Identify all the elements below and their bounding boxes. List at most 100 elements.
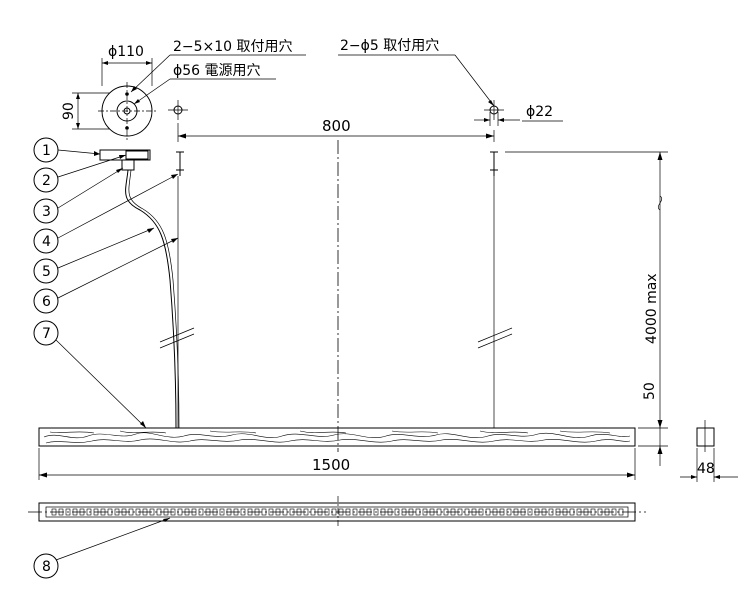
led-cell: [373, 508, 379, 516]
elevation-view: 1500 4000 max 50: [38, 140, 668, 480]
led-cell: [324, 508, 330, 516]
led-cell: [422, 508, 428, 516]
length-dimension: 1500: [312, 456, 350, 474]
led-cell: [303, 508, 309, 516]
led-cell: [345, 508, 351, 516]
led-cell: [65, 508, 71, 516]
led-cell: [436, 508, 442, 516]
callout-2-label: 2: [42, 173, 51, 189]
led-cell: [86, 508, 92, 516]
led-cell: [450, 508, 456, 516]
led-cell: [310, 508, 316, 516]
led-cell: [380, 508, 386, 516]
canopy-top-view: ϕ110 90 2−5×10 取付用穴 ϕ56 電源用穴: [61, 39, 306, 140]
mount-holes-note: 2−5×10 取付用穴: [173, 39, 293, 55]
suspension-dia-label: ϕ22: [526, 104, 553, 120]
callout-1-label: 1: [42, 143, 51, 159]
width-dimension: 48: [697, 461, 715, 477]
suspension-holes-note: 2−ϕ5 取付用穴: [340, 38, 439, 54]
callout-2: [33, 167, 59, 193]
callout-3: [33, 198, 59, 224]
led-cell: [457, 508, 463, 516]
bottom-view: [28, 496, 646, 528]
led-cell: [58, 508, 64, 516]
led-cell: [156, 508, 162, 516]
spacing-dimension: 800: [322, 117, 351, 135]
led-cell: [352, 508, 358, 516]
callout-7-label: 7: [42, 326, 51, 342]
led-cell: [597, 508, 603, 516]
luminaire-body: [38, 427, 636, 447]
led-cell: [562, 508, 568, 516]
led-cell: [464, 508, 470, 516]
led-cell: [590, 508, 596, 516]
led-cell: [485, 508, 491, 516]
led-cell: [506, 508, 512, 516]
led-cell: [107, 508, 113, 516]
suspension-points-plan: 2−ϕ5 取付用穴 ϕ22 800: [168, 38, 563, 142]
led-cell: [114, 508, 120, 516]
led-cell: [443, 508, 449, 516]
led-cell: [233, 508, 239, 516]
led-cell: [401, 508, 407, 516]
wood-grain: [43, 430, 631, 444]
gap-dimension: 50: [642, 382, 658, 400]
callout-3-label: 3: [42, 204, 51, 220]
led-cell: [331, 508, 337, 516]
led-cell: [499, 508, 505, 516]
led-cell: [576, 508, 582, 516]
led-cell: [100, 508, 106, 516]
led-cell: [527, 508, 533, 516]
drop-dimension: 4000 max: [644, 273, 660, 344]
led-cell: [338, 508, 344, 516]
led-cell: [555, 508, 561, 516]
led-cell: [387, 508, 393, 516]
callout-6-label: 6: [42, 294, 51, 310]
led-cell: [198, 508, 204, 516]
led-cell: [93, 508, 99, 516]
led-cell: [240, 508, 246, 516]
led-cell: [247, 508, 253, 516]
callouts: 1 2 3 4 5 6 7 8: [33, 137, 179, 579]
led-cell: [548, 508, 554, 516]
led-cell: [212, 508, 218, 516]
callout-6: [33, 288, 59, 314]
led-cell: [170, 508, 176, 516]
led-cell: [79, 508, 85, 516]
led-cell: [184, 508, 190, 516]
led-cell: [254, 508, 260, 516]
led-cell: [128, 508, 134, 516]
led-cell: [366, 508, 372, 516]
led-cell: [121, 508, 127, 516]
led-cell: [296, 508, 302, 516]
led-cell: [408, 508, 414, 516]
led-cell: [478, 508, 484, 516]
led-cell: [275, 508, 281, 516]
led-cell: [618, 508, 624, 516]
led-cell: [541, 508, 547, 516]
callout-5: [33, 258, 59, 284]
led-cell: [289, 508, 295, 516]
callout-5-label: 5: [42, 264, 51, 280]
led-cell: [142, 508, 148, 516]
led-cell: [226, 508, 232, 516]
led-cell: [513, 508, 519, 516]
led-cell: [268, 508, 274, 516]
led-cell: [205, 508, 211, 516]
callout-4: [33, 228, 59, 254]
callout-8-label: 8: [42, 559, 51, 575]
led-cell: [149, 508, 155, 516]
led-cell: [520, 508, 526, 516]
led-array: [51, 508, 624, 516]
led-cell: [569, 508, 575, 516]
power-hole-note: ϕ56 電源用穴: [173, 63, 261, 79]
section-view: 48: [680, 420, 738, 482]
led-cell: [219, 508, 225, 516]
led-cell: [177, 508, 183, 516]
led-cell: [534, 508, 540, 516]
led-cell: [282, 508, 288, 516]
led-cell: [611, 508, 617, 516]
led-cell: [359, 508, 365, 516]
led-cell: [604, 508, 610, 516]
